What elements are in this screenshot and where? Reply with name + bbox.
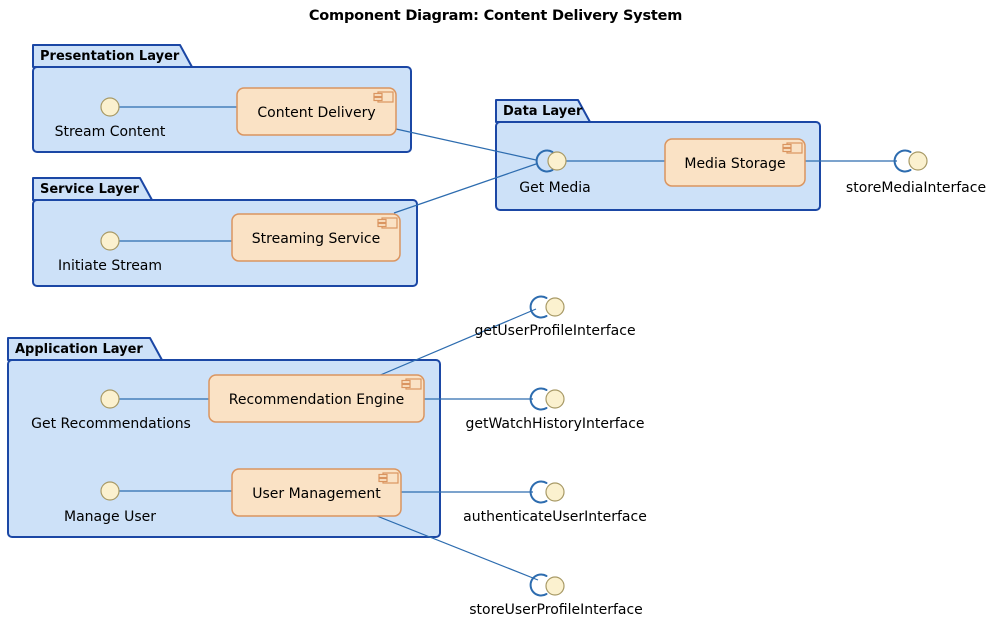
interface-label-initiate-stream: Initiate Stream xyxy=(57,258,163,274)
socket-get-media xyxy=(535,149,554,173)
ball-initiate-stream xyxy=(100,231,120,251)
package-title-application-layer: Application Layer xyxy=(15,342,143,357)
component-user-management xyxy=(231,468,402,517)
component-icon xyxy=(401,378,422,390)
component-label-user-management: User Management xyxy=(252,486,381,502)
component-box xyxy=(236,87,397,136)
package-tab xyxy=(32,44,193,68)
component-icon xyxy=(378,472,399,484)
package-tab xyxy=(495,99,591,123)
package-title-presentation-layer: Presentation Layer xyxy=(40,49,180,64)
component-streaming-service xyxy=(231,213,401,262)
component-icon xyxy=(377,217,398,229)
ball-get-media xyxy=(547,151,567,171)
connector-streaming-service-to-get-media xyxy=(393,163,537,214)
component-recommendation-engine xyxy=(208,374,425,423)
ball-get-user-profile-interface xyxy=(545,297,565,317)
socket-store-media-interface xyxy=(893,149,912,173)
component-icon xyxy=(782,142,803,154)
package-title-service-layer: Service Layer xyxy=(40,182,139,197)
socket-store-user-profile-interface xyxy=(529,573,548,597)
component-media-storage xyxy=(664,138,806,187)
diagram-title: Component Diagram: Content Delivery Syst… xyxy=(308,8,683,24)
package-tab xyxy=(7,337,163,361)
socket-get-user-profile-interface xyxy=(529,295,548,319)
component-box xyxy=(664,138,806,187)
component-label-streaming-service: Streaming Service xyxy=(251,231,381,247)
ball-get-watch-history-interface xyxy=(545,389,565,409)
component-content-delivery xyxy=(236,87,397,136)
interface-label-store-user-profile-interface: storeUserProfileInterface xyxy=(469,602,643,618)
interface-label-stream-content: Stream Content xyxy=(54,124,166,140)
component-box xyxy=(208,374,425,423)
interface-label-get-watch-history-interface: getWatchHistoryInterface xyxy=(465,416,645,432)
connector-content-delivery-to-get-media xyxy=(395,128,537,161)
ball-get-recommendations xyxy=(100,389,120,409)
interface-label-get-recommendations: Get Recommendations xyxy=(31,416,191,432)
ball-manage-user xyxy=(100,481,120,501)
ball-authenticate-user-interface xyxy=(545,482,565,502)
ball-store-media-interface xyxy=(908,151,928,171)
package-title-data-layer: Data Layer xyxy=(503,104,583,119)
connector-user-management-to-store-user-profile-interface xyxy=(376,515,539,581)
component-label-recommendation-engine: Recommendation Engine xyxy=(228,392,405,408)
interface-label-authenticate-user-interface: authenticateUserInterface xyxy=(463,509,647,525)
component-box xyxy=(231,213,401,262)
interface-label-store-media-interface: storeMediaInterface xyxy=(845,180,987,196)
interface-label-get-media: Get Media xyxy=(519,180,591,196)
component-icon xyxy=(373,91,394,103)
connector-recommendation-engine-to-get-user-profile-interface xyxy=(377,308,537,377)
socket-authenticate-user-interface xyxy=(529,480,548,504)
socket-get-watch-history-interface xyxy=(529,387,548,411)
component-label-media-storage: Media Storage xyxy=(684,156,786,172)
component-box xyxy=(231,468,402,517)
interface-label-get-user-profile-interface: getUserProfileInterface xyxy=(474,323,636,339)
component-label-content-delivery: Content Delivery xyxy=(257,105,376,121)
package-tab xyxy=(32,177,153,201)
interface-label-manage-user: Manage User xyxy=(64,509,156,525)
ball-store-user-profile-interface xyxy=(545,576,565,596)
ball-stream-content xyxy=(100,97,120,117)
